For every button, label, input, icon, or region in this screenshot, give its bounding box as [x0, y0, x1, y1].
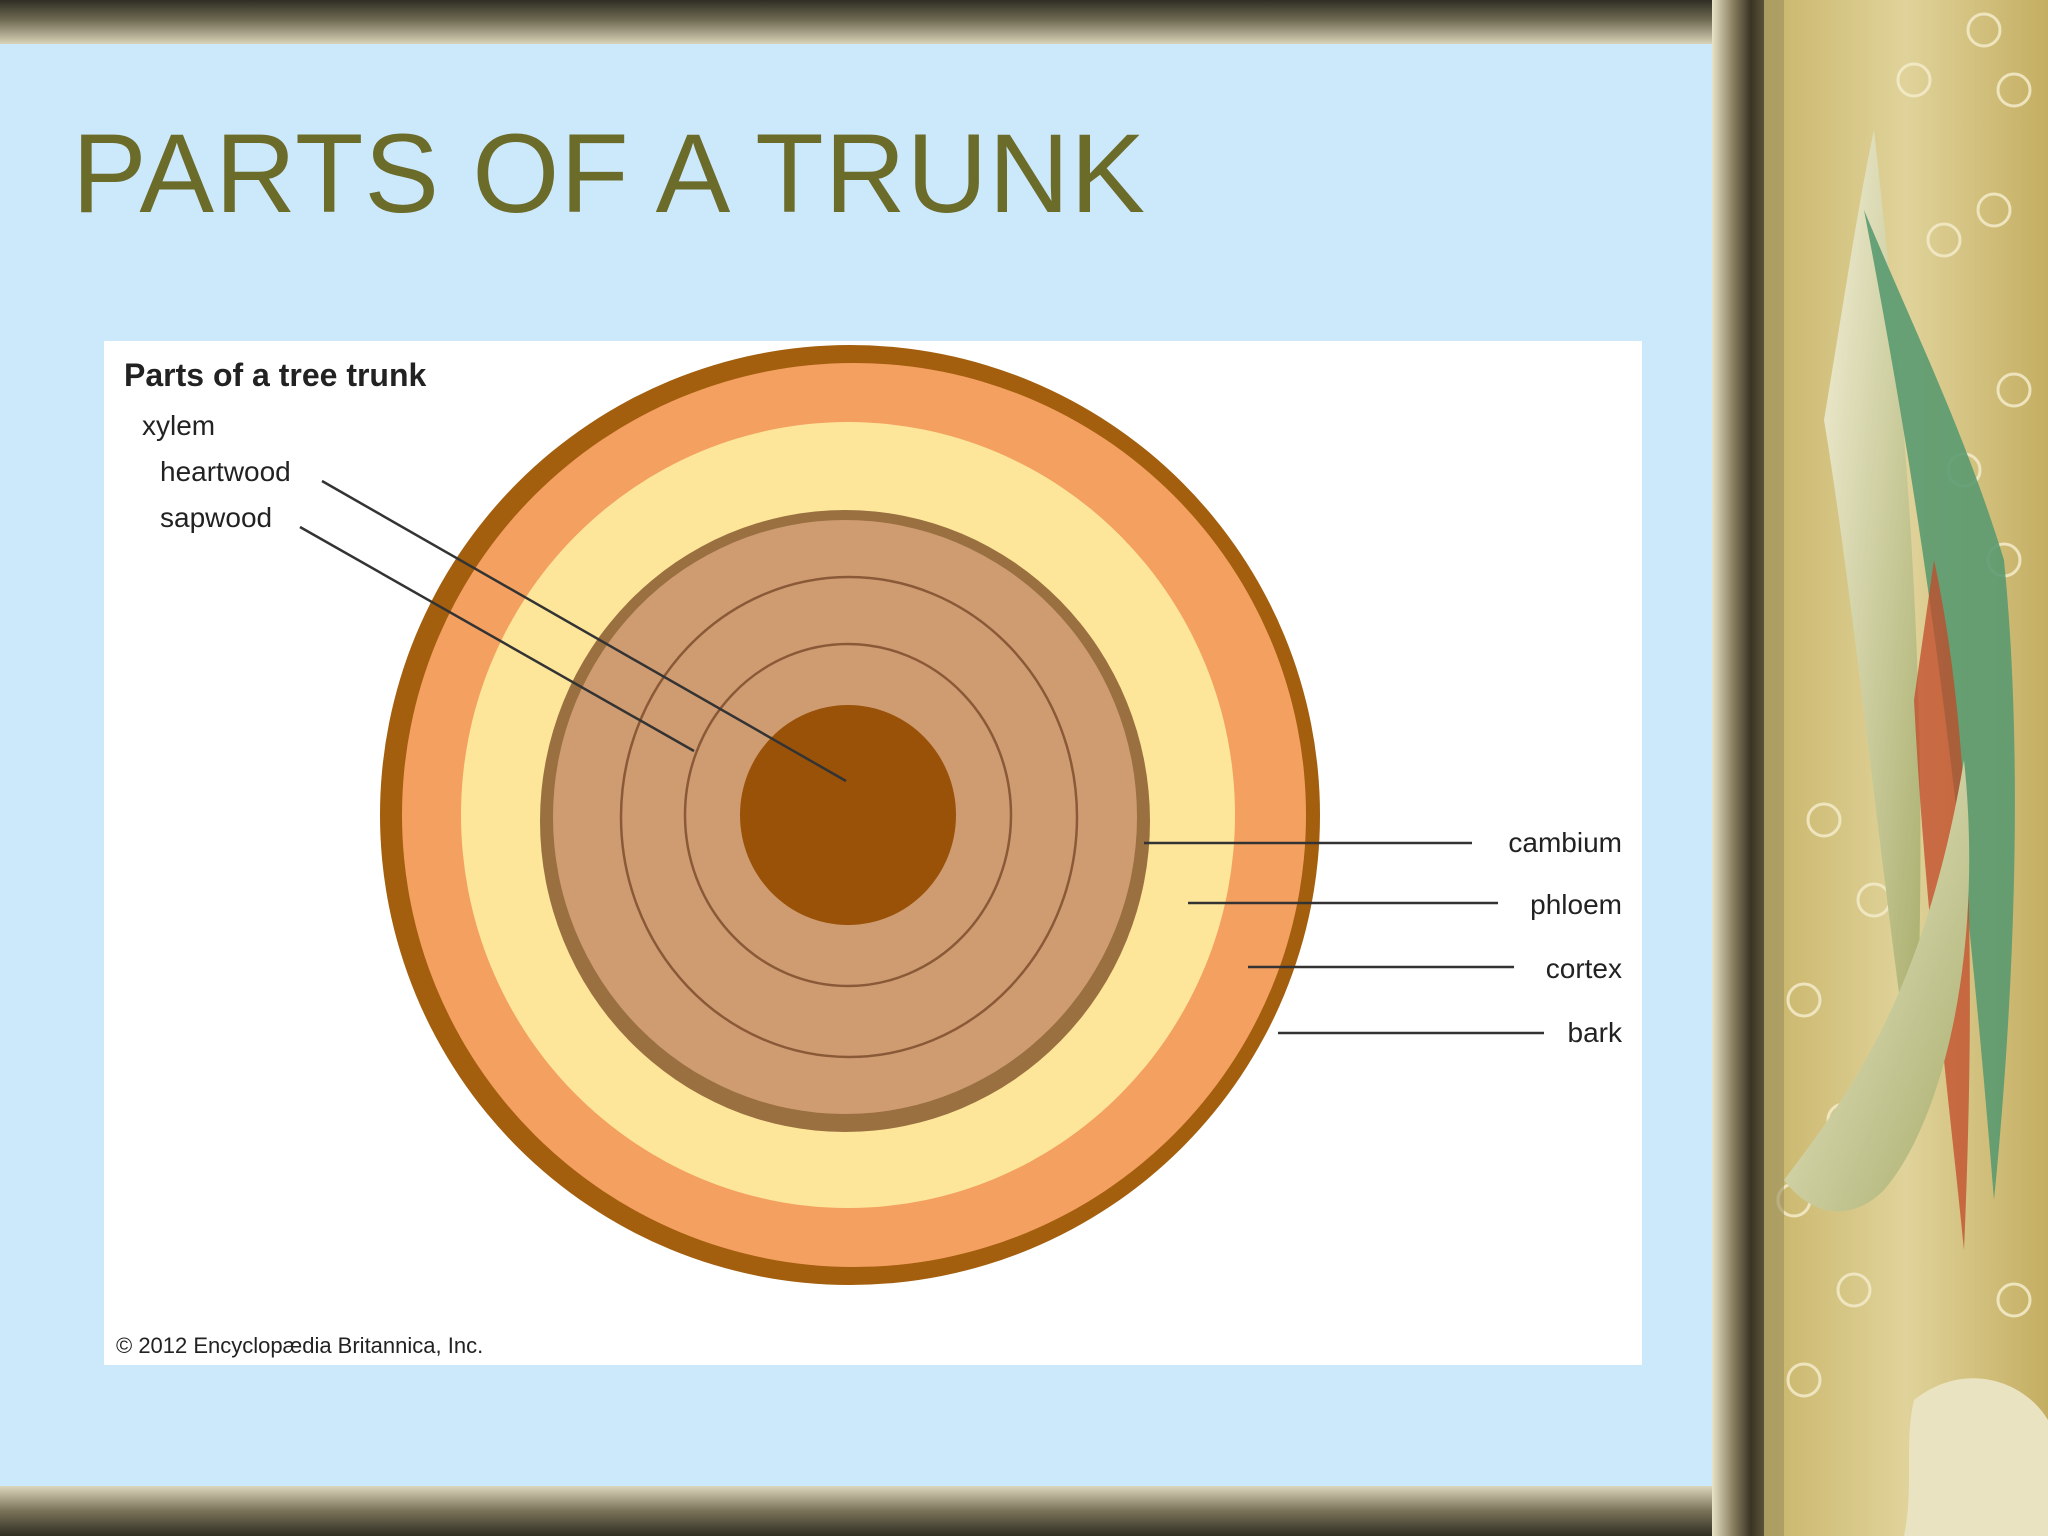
bark-label: bark	[1568, 1017, 1623, 1048]
sapwood-leader-line	[299, 525, 695, 753]
frame-right-border	[1712, 0, 1764, 1536]
frame-top-border	[0, 0, 1760, 44]
copyright-credit: © 2012 Encyclopædia Britannica, Inc.	[116, 1333, 483, 1358]
decorative-side-panel	[1764, 0, 2048, 1536]
heartwood-leader-line	[321, 479, 847, 783]
cortex-label: cortex	[1546, 953, 1622, 984]
tree-trunk-diagram: Parts of a tree trunk xylem heartwood sa…	[104, 341, 1642, 1365]
heartwood-label: heartwood	[160, 456, 291, 487]
phloem-label: phloem	[1530, 889, 1622, 920]
xylem-label: xylem	[142, 410, 215, 441]
diagram-heading: Parts of a tree trunk	[124, 357, 427, 393]
growth-ring-outer	[619, 575, 1079, 1059]
sapwood-label: sapwood	[160, 502, 272, 533]
growth-ring-inner	[683, 642, 1013, 988]
slide-title: PARTS OF A TRUNK	[72, 111, 1147, 236]
frame-bottom-border	[0, 1486, 1760, 1536]
heartwood-core	[740, 705, 956, 925]
cambium-label: cambium	[1508, 827, 1622, 858]
